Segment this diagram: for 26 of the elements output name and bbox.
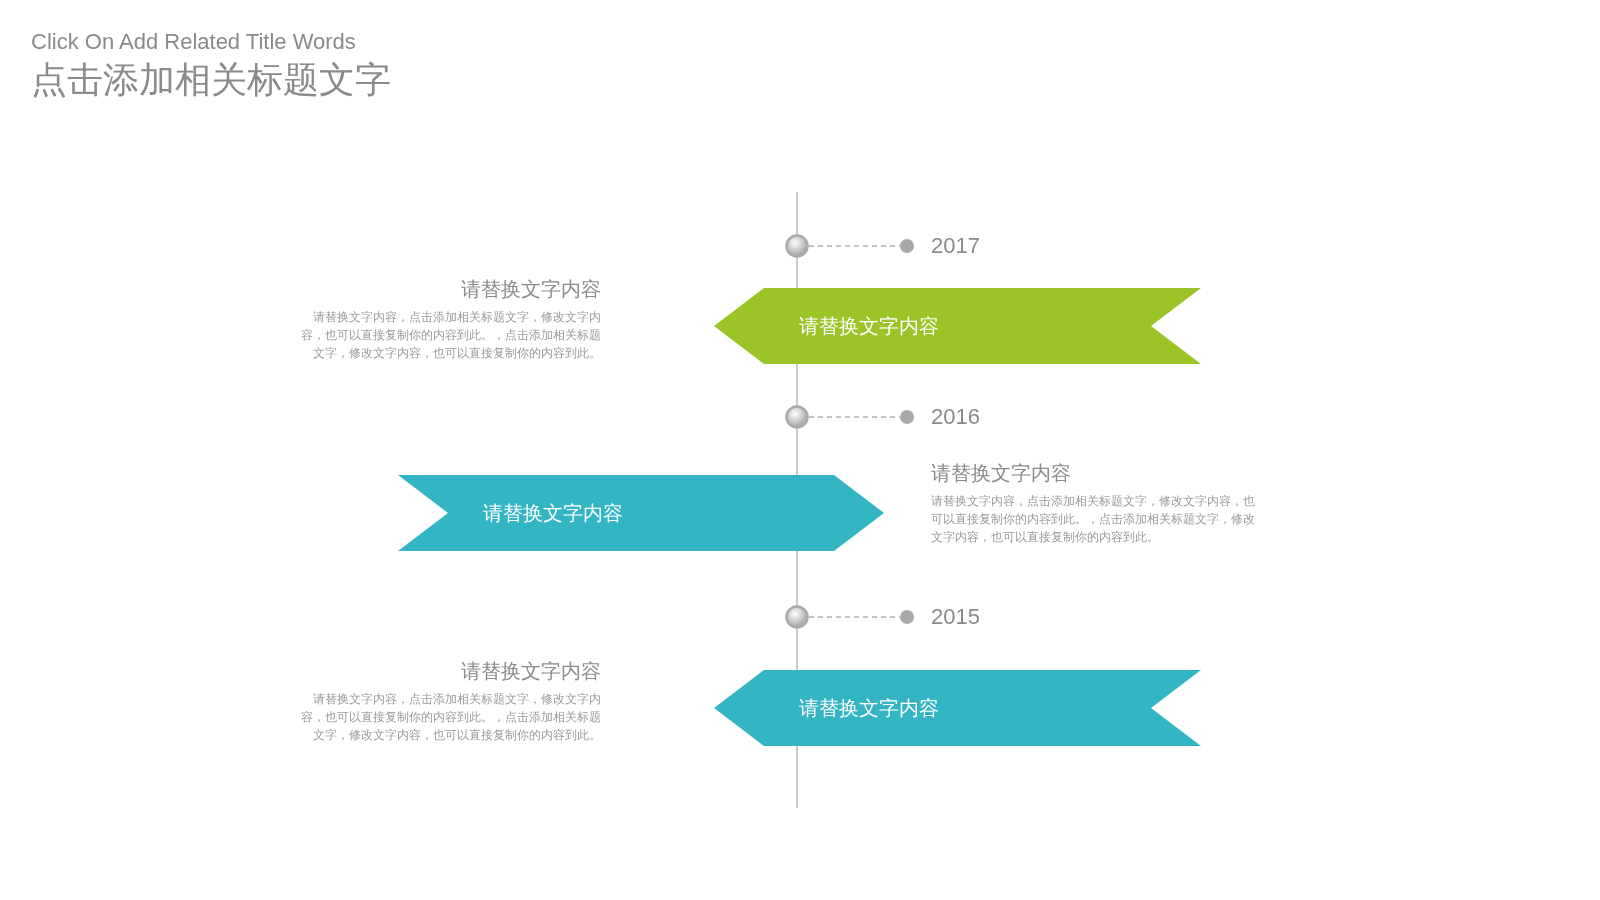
ribbon-text: 请替换文字内容 (799, 312, 939, 340)
dashed-connector (808, 416, 901, 418)
ribbon-text: 请替换文字内容 (483, 499, 623, 527)
ribbon-arrow (714, 288, 1201, 364)
dot-marker (900, 610, 914, 624)
ribbon-arrow (714, 670, 1201, 746)
timeline-marker (785, 405, 809, 429)
year-label: 2017 (931, 233, 980, 259)
item-heading: 请替换文字内容 (931, 460, 1072, 487)
item-heading: 请替换文字内容 (460, 658, 601, 685)
dot-marker (900, 239, 914, 253)
dashed-connector (808, 245, 901, 247)
ribbon-text: 请替换文字内容 (799, 694, 939, 722)
year-label: 2015 (931, 604, 980, 630)
item-description: 请替换文字内容，点击添加相关标题文字，修改文字内容，也可以直接复制你的内容到此。，点击添加相关标题文字，修改文字内容，也可以直接复制你的内容到此。 (931, 493, 1256, 546)
subtitle: Click On Add Related Title Words (31, 29, 356, 55)
timeline-marker (785, 605, 809, 629)
dashed-connector (808, 616, 901, 618)
item-description: 请替换文字内容，点击添加相关标题文字，修改文字内容，也可以直接复制你的内容到此。，点击添加相关标题文字，修改文字内容，也可以直接复制你的内容到此。 (300, 691, 601, 744)
ribbon-arrow (398, 475, 884, 551)
dot-marker (900, 410, 914, 424)
year-label: 2016 (931, 404, 980, 430)
title: 点击添加相关标题文字 (31, 58, 391, 102)
item-description: 请替换文字内容，点击添加相关标题文字，修改文字内容，也可以直接复制你的内容到此。，点击添加相关标题文字，修改文字内容，也可以直接复制你的内容到此。 (300, 309, 601, 362)
timeline-marker (785, 234, 809, 258)
item-heading: 请替换文字内容 (460, 276, 601, 303)
